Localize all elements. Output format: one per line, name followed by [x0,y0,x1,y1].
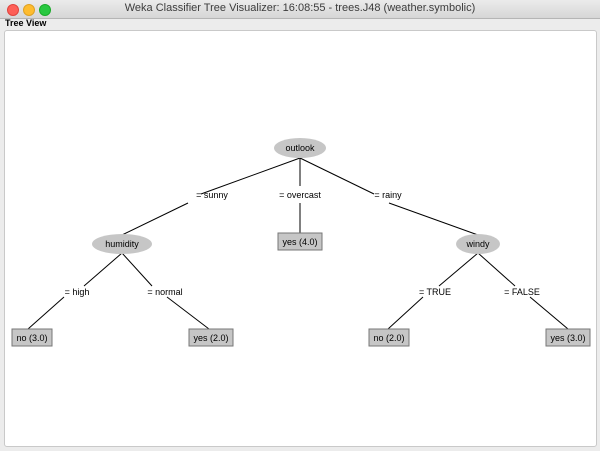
leaf-label-no-high: no (3.0) [16,333,47,343]
edge-line-high-lower [27,296,65,330]
tree-view-label: Tree View [5,18,47,28]
leaf-yes-overcast[interactable]: yes (4.0) [277,232,323,251]
node-outlook[interactable]: outlook [274,138,326,158]
minimize-window-button[interactable] [23,4,35,16]
maximize-window-button[interactable] [39,4,51,16]
decision-tree: outlook humidity windy = sunny = overcas… [11,138,591,347]
close-window-button[interactable] [7,4,19,16]
leaf-label-yes-normal: yes (2.0) [193,333,228,343]
edge-line-sunny [200,157,301,195]
leaf-label-yes-overcast: yes (4.0) [282,237,317,247]
edge-line-normal-lower [166,296,210,330]
edge-label-overcast: = overcast [279,190,321,200]
title-bar: Weka Classifier Tree Visualizer: 16:08:5… [0,0,600,19]
node-windy[interactable]: windy [456,234,500,254]
leaf-yes-false[interactable]: yes (3.0) [545,328,591,347]
edge-label-false: = FALSE [504,287,540,297]
edge-label-true: = TRUE [419,287,451,297]
leaf-label-yes-false: yes (3.0) [550,333,585,343]
edge-line-true-lower [387,296,424,330]
node-label-windy: windy [465,239,490,249]
tree-edges [27,157,569,330]
tree-view-panel[interactable]: outlook humidity windy = sunny = overcas… [4,30,597,447]
edge-line-false [477,252,516,287]
leaf-no-high[interactable]: no (3.0) [11,328,53,347]
leaf-yes-normal[interactable]: yes (2.0) [188,328,234,347]
edge-line-high [83,252,123,287]
edge-label-high: = high [65,287,90,297]
edge-label-rainy: = rainy [374,190,402,200]
node-label-humidity: humidity [105,239,139,249]
node-humidity[interactable]: humidity [92,234,152,254]
leaf-no-true[interactable]: no (2.0) [368,328,410,347]
edge-label-normal: = normal [147,287,182,297]
leaf-label-no-true: no (2.0) [373,333,404,343]
window-title: Weka Classifier Tree Visualizer: 16:08:5… [124,2,476,14]
edge-line-false-lower [529,296,569,330]
edge-line-rainy [299,157,375,195]
edge-line-sunny-lower [121,202,189,236]
edge-line-true [438,252,479,287]
edge-label-sunny: = sunny [196,190,228,200]
node-label-outlook: outlook [285,143,315,153]
edge-line-normal [121,252,153,287]
edge-line-rainy-lower [388,202,479,236]
